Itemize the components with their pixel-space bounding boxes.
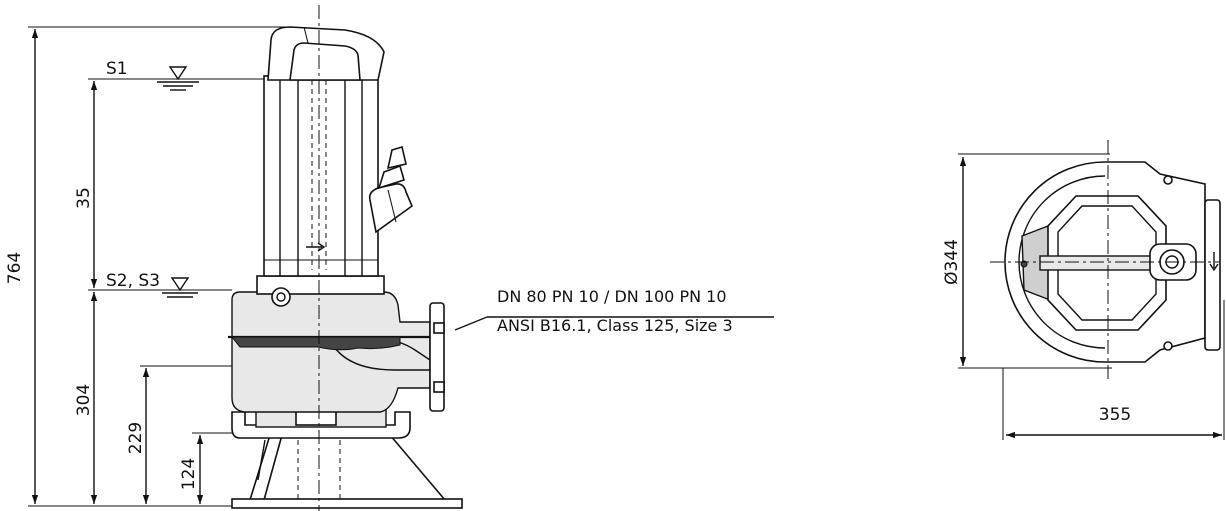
dimension-lines bbox=[28, 26, 292, 507]
bolt-mark bbox=[1163, 175, 1173, 185]
water-level-symbol-s2 bbox=[162, 277, 198, 298]
level-label-s1: S1 bbox=[106, 59, 128, 79]
water-level-symbol-s1 bbox=[157, 66, 199, 91]
pump-stand bbox=[231, 434, 463, 509]
dim-text-base-height: 124 bbox=[179, 458, 199, 490]
dim-text-s2-level: 304 bbox=[74, 384, 94, 416]
flow-direction-arrow bbox=[306, 242, 326, 252]
side-view: S1 S2, S3 764 35 304 229 124 bbox=[5, 5, 774, 511]
pump-volute-casing bbox=[231, 291, 431, 413]
flange-note: DN 80 PN 10 / DN 100 PN 10 ANSI B16.1, C… bbox=[454, 287, 774, 335]
dim-text-width: 355 bbox=[1099, 405, 1131, 425]
outlet-flange bbox=[429, 302, 445, 412]
motor-housing bbox=[263, 75, 379, 277]
top-view-flow-arrow bbox=[1209, 252, 1219, 272]
dim-text-overall-height: 764 bbox=[5, 252, 25, 284]
level-label-s2-s3: S2, S3 bbox=[106, 271, 160, 291]
flange-note-leader bbox=[454, 316, 488, 331]
top-view-flange bbox=[1204, 199, 1221, 351]
flange-note-line1: DN 80 PN 10 / DN 100 PN 10 bbox=[497, 287, 727, 306]
lifting-eye bbox=[271, 287, 291, 307]
dim-text-diameter: Ø344 bbox=[942, 239, 962, 285]
dim-text-outlet-center: 229 bbox=[126, 422, 146, 454]
cable-inlet bbox=[368, 145, 413, 234]
pump-body bbox=[228, 26, 463, 509]
flange-note-line2: ANSI B16.1, Class 125, Size 3 bbox=[497, 316, 733, 335]
bolt-mark bbox=[1163, 341, 1173, 351]
dim-text-s1-s2: 35 bbox=[74, 187, 94, 209]
top-view: Ø344 355 bbox=[942, 140, 1225, 440]
